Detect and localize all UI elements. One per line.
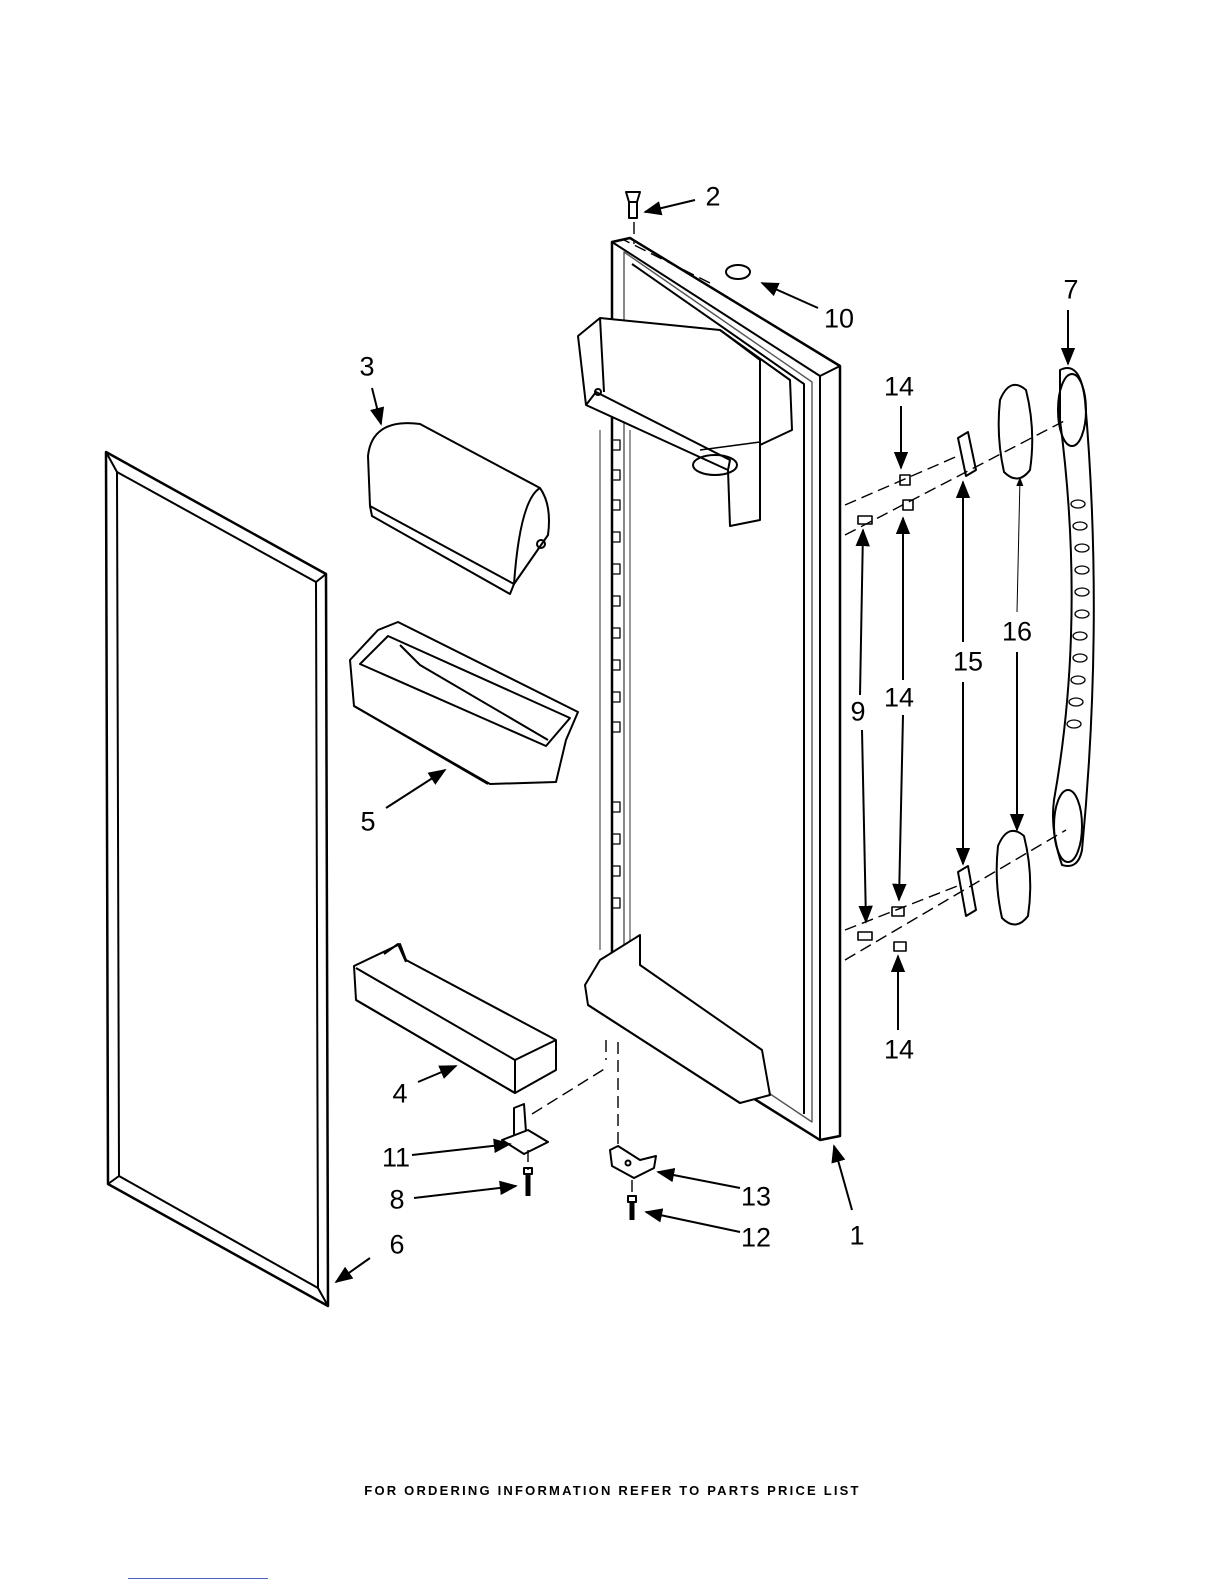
cap-plug	[626, 192, 640, 218]
callout-3: 3	[359, 354, 374, 381]
o-ring	[726, 265, 750, 279]
door-liner	[578, 238, 840, 1140]
callout-12: 12	[741, 1225, 771, 1252]
callout-13: 13	[741, 1184, 771, 1211]
callout-14-top: 14	[884, 374, 914, 401]
callout-14-middle: 14	[884, 685, 914, 712]
door-gasket	[106, 452, 328, 1306]
callout-1: 1	[849, 1223, 864, 1250]
handle-end-cap-upper	[999, 385, 1033, 479]
door-handle	[1053, 368, 1094, 866]
bracket-screw	[628, 1196, 636, 1220]
callout-14-bottom: 14	[884, 1037, 914, 1064]
dairy-compartment	[368, 423, 549, 594]
lower-hinge-bracket	[610, 1146, 656, 1178]
callout-16: 16	[1002, 619, 1032, 646]
callout-8: 8	[389, 1187, 404, 1214]
handle-mount-upper	[958, 432, 976, 476]
hinge-screw	[524, 1168, 532, 1196]
door-shelf-bar	[354, 944, 556, 1093]
page-link-underline	[128, 1578, 268, 1579]
ordering-note: FOR ORDERING INFORMATION REFER TO PARTS …	[0, 1483, 1225, 1498]
callout-2: 2	[705, 184, 720, 211]
callout-11: 11	[382, 1145, 410, 1172]
callout-15: 15	[953, 649, 983, 676]
callout-4: 4	[392, 1081, 407, 1108]
callout-10: 10	[824, 306, 854, 333]
hinge-pin-bracket	[502, 1104, 548, 1154]
callout-7: 7	[1063, 277, 1078, 304]
door-bin	[350, 622, 578, 784]
callout-9: 9	[850, 699, 865, 726]
handle-mount-lower	[958, 866, 976, 916]
callout-6: 6	[389, 1232, 404, 1259]
handle-screws	[858, 475, 913, 951]
handle-end-cap-lower	[997, 831, 1031, 925]
callout-5: 5	[360, 809, 375, 836]
